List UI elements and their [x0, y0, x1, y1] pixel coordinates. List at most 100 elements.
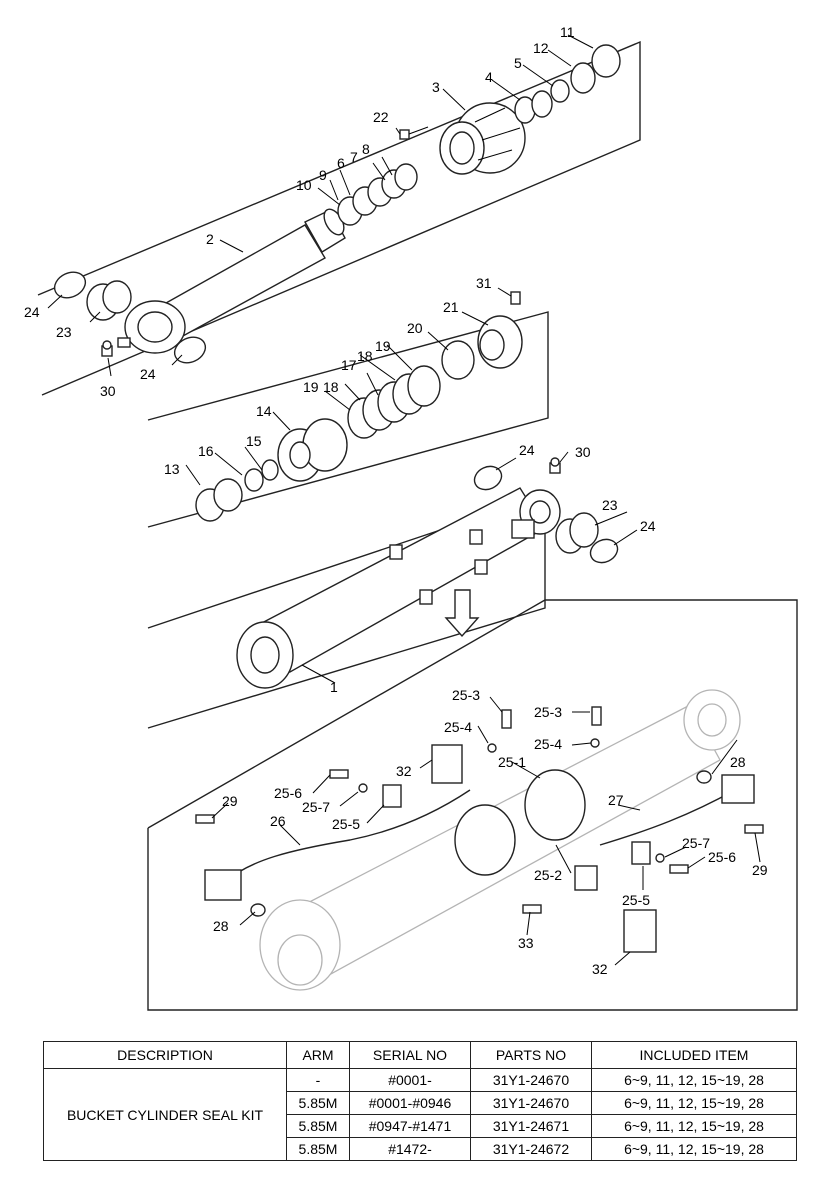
callout-25-4b: 25-4 [534, 736, 562, 752]
parts-cell: 31Y1-24670 [470, 1068, 592, 1092]
rod-assembly [53, 44, 621, 364]
bolts [195, 706, 764, 914]
callout-25-3b: 25-3 [534, 704, 562, 720]
ring-15 [261, 459, 279, 481]
callout-15: 15 [246, 433, 262, 449]
arm-cell: 5.85M [286, 1137, 350, 1161]
bolt-22 [399, 126, 429, 140]
callout-25-7a: 25-7 [302, 799, 330, 815]
tube-clamp [389, 529, 488, 605]
piston-rod [117, 208, 346, 354]
table-header-row: DESCRIPTION ARM SERIAL NO PARTS NO INCLU… [43, 1041, 797, 1069]
callouts: 1 2 3 4 5 6 7 8 9 10 11 12 13 14 15 16 1… [24, 24, 768, 977]
header-arm: ARM [286, 1041, 350, 1069]
pipe-26 [224, 789, 471, 883]
callout-26: 26 [270, 813, 286, 829]
callout-2: 2 [206, 231, 214, 247]
callout-25-6b: 25-6 [708, 849, 736, 865]
callout-25-3a: 25-3 [452, 687, 480, 703]
ring-12 [570, 62, 596, 94]
piping-detail [195, 689, 764, 991]
clamp-band-25-1 [524, 769, 586, 841]
header-parts-no: PARTS NO [470, 1041, 592, 1069]
arm-cell: 5.85M [286, 1091, 350, 1115]
callout-28a: 28 [213, 918, 229, 934]
callout-9: 9 [319, 167, 327, 183]
flange-right [721, 774, 755, 804]
callout-20: 20 [407, 320, 423, 336]
pad-32a [431, 744, 463, 784]
callout-31: 31 [476, 275, 492, 291]
bushing-13 [195, 478, 243, 522]
piston-14 [277, 418, 348, 482]
header-serial-no: SERIAL NO [349, 1041, 471, 1069]
callout-5: 5 [514, 55, 522, 71]
callout-17: 17 [341, 357, 357, 373]
callout-23a: 23 [56, 324, 72, 340]
callout-23b: 23 [602, 497, 618, 513]
serial-cell: #0001- [349, 1068, 471, 1092]
pipe-27 [599, 789, 736, 846]
rod-cover-3 [439, 102, 526, 175]
callout-12: 12 [533, 40, 549, 56]
header-included-item: INCLUDED ITEM [591, 1041, 797, 1069]
included-cell: 6~9, 11, 12, 15~19, 28 [591, 1068, 797, 1092]
table-row: 5.85M #1472- 31Y1-24672 6~9, 11, 12, 15~… [44, 1137, 797, 1161]
parts-cell: 31Y1-24670 [470, 1091, 592, 1115]
callout-32a: 32 [396, 763, 412, 779]
callout-11: 11 [560, 24, 575, 40]
o-ring-28b [696, 770, 712, 784]
callout-28b: 28 [730, 754, 746, 770]
callout-14: 14 [256, 403, 272, 419]
pad-32b [623, 909, 657, 953]
parts-cell: 31Y1-24672 [470, 1137, 592, 1161]
callout-25-5a: 25-5 [332, 816, 360, 832]
callout-25-6a: 25-6 [274, 785, 302, 801]
callout-24d: 24 [640, 518, 656, 534]
callout-25-5b: 25-5 [622, 892, 650, 908]
callout-3: 3 [432, 79, 440, 95]
serial-cell: #0001-#0946 [349, 1091, 471, 1115]
serial-cell: #1472- [349, 1137, 471, 1161]
table-row: BUCKET CYLINDER SEAL KIT - #0001- 31Y1-2… [43, 1068, 797, 1161]
callout-24a: 24 [24, 304, 40, 320]
callout-30a: 30 [100, 383, 116, 399]
set-screw-31 [510, 291, 521, 305]
bushing-4 [514, 90, 553, 124]
bushing-23-upper [86, 280, 132, 321]
ring-11 [591, 44, 621, 78]
callout-7: 7 [350, 149, 358, 165]
nut-21 [477, 315, 523, 369]
callout-25-2: 25-2 [534, 867, 562, 883]
clamp-block-25-5b [631, 841, 651, 865]
table-row: 5.85M #0001-#0946 31Y1-24670 6~9, 11, 12… [44, 1091, 797, 1115]
clamp-block-25-5a [382, 784, 402, 808]
description-cell: BUCKET CYLINDER SEAL KIT [43, 1068, 287, 1161]
clamp-band-25-2 [454, 804, 516, 876]
included-cell: 6~9, 11, 12, 15~19, 28 [591, 1114, 797, 1138]
included-cell: 6~9, 11, 12, 15~19, 28 [591, 1091, 797, 1115]
ring-20 [441, 340, 475, 380]
callout-6: 6 [337, 155, 345, 171]
arm-cell: 5.85M [286, 1114, 350, 1138]
parts-cell: 31Y1-24671 [470, 1114, 592, 1138]
seal-rings-6-10 [337, 163, 418, 226]
callout-19a: 19 [303, 379, 319, 395]
cylinder-tube [236, 457, 619, 689]
grease-nipple-30b [549, 457, 561, 474]
callout-25-1: 25-1 [498, 754, 526, 770]
dust-ring-24c [473, 465, 503, 491]
callout-22: 22 [373, 109, 389, 125]
clamp-block-25-5c [574, 865, 598, 891]
grease-nipple-30a [101, 340, 113, 357]
leader-lines [47, 34, 761, 966]
seal-kit-table: DESCRIPTION ARM SERIAL NO PARTS NO INCLU… [43, 1041, 797, 1161]
ring-5 [550, 79, 570, 103]
callout-1: 1 [330, 679, 338, 695]
dust-ring-24a [53, 271, 87, 299]
table-row: 5.85M #0947-#1471 31Y1-24671 6~9, 11, 12… [44, 1114, 797, 1138]
callout-27: 27 [608, 792, 624, 808]
callout-33: 33 [518, 935, 534, 951]
callout-30b: 30 [575, 444, 591, 460]
dust-ring-24d [589, 538, 619, 564]
